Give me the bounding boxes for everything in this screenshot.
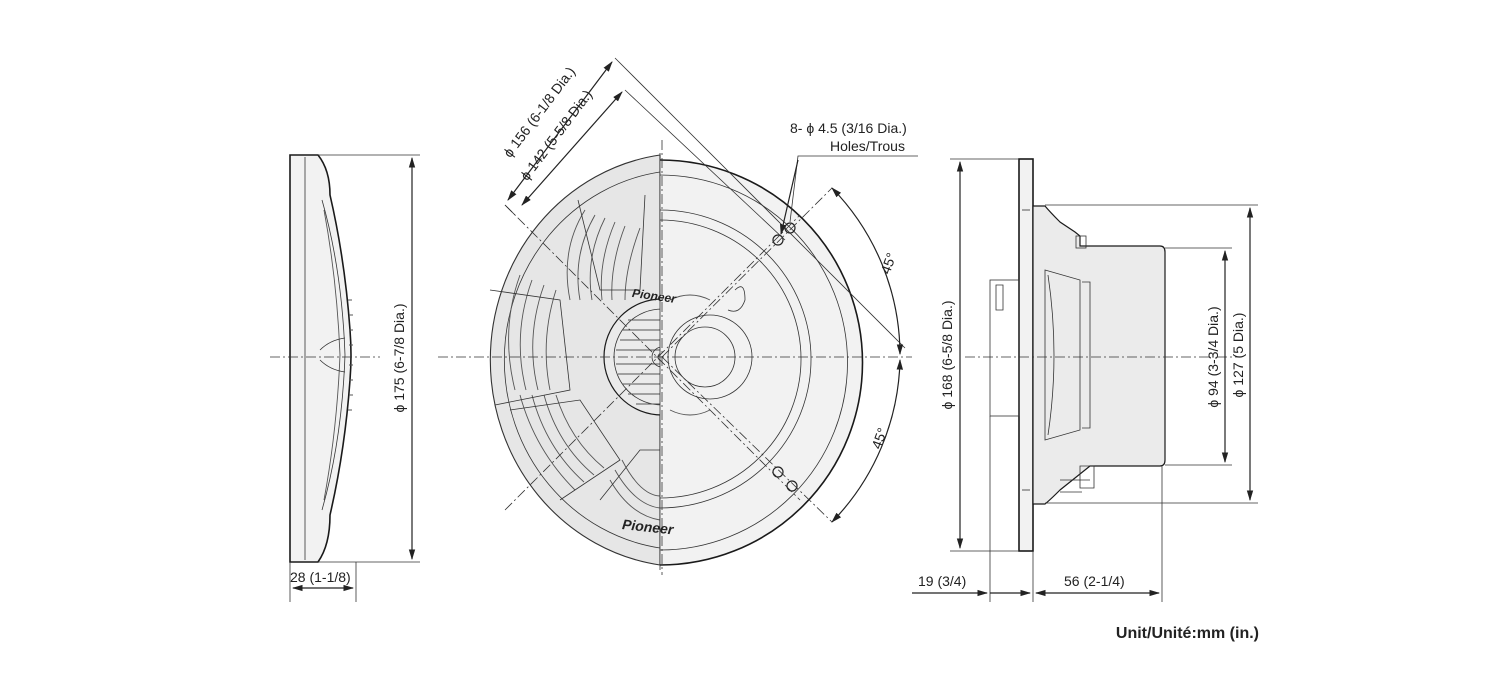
- brand-logo-lower: Pioneer: [621, 516, 675, 537]
- label-diameter-overall: ϕ 175 (6-7/8 Dia.): [391, 304, 407, 413]
- label-holes: 8- ϕ 4.5 (3/16 Dia.): [790, 120, 907, 136]
- label-diameter-basket: ϕ 127 (5 Dia.): [1230, 313, 1246, 398]
- dimension-depth-total: 28 (1-1/8): [289, 562, 357, 602]
- label-mount-depth: 56 (2-1/4): [1064, 573, 1125, 589]
- dimension-frame-diameter: ϕ 168 (6-5/8 Dia.): [939, 158, 1019, 552]
- dimension-flange-depth: 19 (3/4): [912, 416, 1163, 602]
- speaker-front-view: [438, 140, 912, 575]
- label-angle-bottom: 45°: [868, 426, 890, 451]
- label-diameter-frame: ϕ 168 (6-5/8 Dia.): [939, 301, 955, 410]
- dimension-magnet-diameter: ϕ 94 (3-3/4 Dia.): [1165, 247, 1232, 466]
- label-holes-sub: Holes/Trous: [830, 138, 905, 154]
- label-diameter-magnet: ϕ 94 (3-3/4 Dia.): [1205, 306, 1221, 407]
- unit-note: Unit/Unité:mm (in.): [1116, 625, 1259, 642]
- angle-indicator-top: 45°: [831, 187, 904, 356]
- dimension-mount-depth: 56 (2-1/4): [1034, 573, 1161, 597]
- brand-logo-upper: Pioneer: [631, 286, 678, 306]
- label-depth-total: 28 (1-1/8): [290, 569, 351, 585]
- label-flange-depth: 19 (3/4): [918, 573, 966, 589]
- holes-callout: 8- ϕ 4.5 (3/16 Dia.) Holes/Trous: [780, 120, 918, 236]
- dimension-basket-diameter: ϕ 127 (5 Dia.): [1045, 204, 1258, 504]
- label-angle-top: 45°: [877, 251, 899, 276]
- grille-side-view: [270, 154, 380, 563]
- pioneer-logo-lower: Pioneer: [621, 516, 675, 537]
- angle-indicator-bottom: 45°: [831, 358, 904, 523]
- speaker-side-view: [965, 158, 1240, 552]
- dimension-overall-diameter: ϕ 175 (6-7/8 Dia.): [318, 154, 420, 563]
- pioneer-logo-upper: Pioneer: [631, 286, 678, 306]
